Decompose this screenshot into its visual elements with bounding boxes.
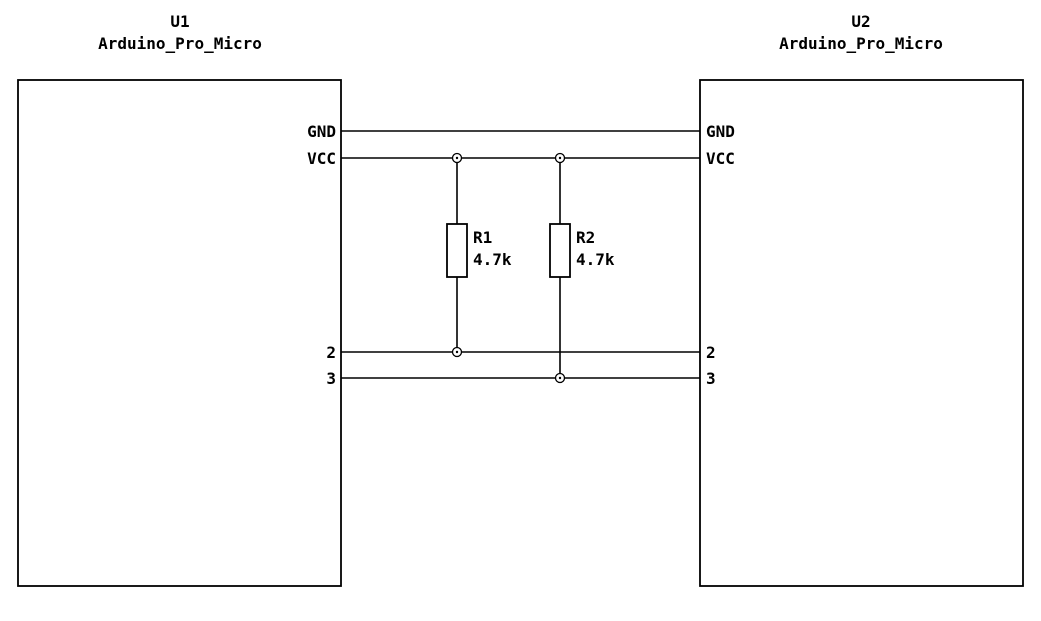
u1-pin-label-gnd: GND <box>307 122 336 141</box>
u2-pin-label-3: 3 <box>706 369 716 388</box>
u2-value: Arduino_Pro_Micro <box>779 34 943 53</box>
r1-body <box>446 223 468 278</box>
wires <box>341 130 700 379</box>
u1-value: Arduino_Pro_Micro <box>98 34 262 53</box>
component-u2: U2 Arduino_Pro_Micro GND VCC 2 3 <box>699 12 1024 587</box>
u1-body <box>17 79 342 587</box>
r2-body <box>549 223 571 278</box>
junctions <box>451 152 566 384</box>
u2-body <box>699 79 1024 587</box>
r1-reference: R1 <box>473 228 492 247</box>
junction-vcc-r2-dot <box>558 156 562 160</box>
junction-pin2-r1-dot <box>455 350 459 354</box>
r2-reference: R2 <box>576 228 595 247</box>
u1-reference: U1 <box>170 12 189 31</box>
r2-value: 4.7k <box>576 250 615 269</box>
u1-pin-label-2: 2 <box>326 343 336 362</box>
u1-pin-label-vcc: VCC <box>307 149 336 168</box>
junction-pin3-r2-dot <box>558 376 562 380</box>
u2-reference: U2 <box>851 12 870 31</box>
u2-pin-label-vcc: VCC <box>706 149 735 168</box>
resistor-r2: R2 4.7k <box>549 158 615 378</box>
u1-pin-label-3: 3 <box>326 369 336 388</box>
resistor-r1: R1 4.7k <box>446 158 512 352</box>
r1-value: 4.7k <box>473 250 512 269</box>
junction-vcc-r1-dot <box>455 156 459 160</box>
u2-pin-label-2: 2 <box>706 343 716 362</box>
component-u1: U1 Arduino_Pro_Micro GND VCC 2 3 <box>17 12 342 587</box>
u2-pin-label-gnd: GND <box>706 122 735 141</box>
